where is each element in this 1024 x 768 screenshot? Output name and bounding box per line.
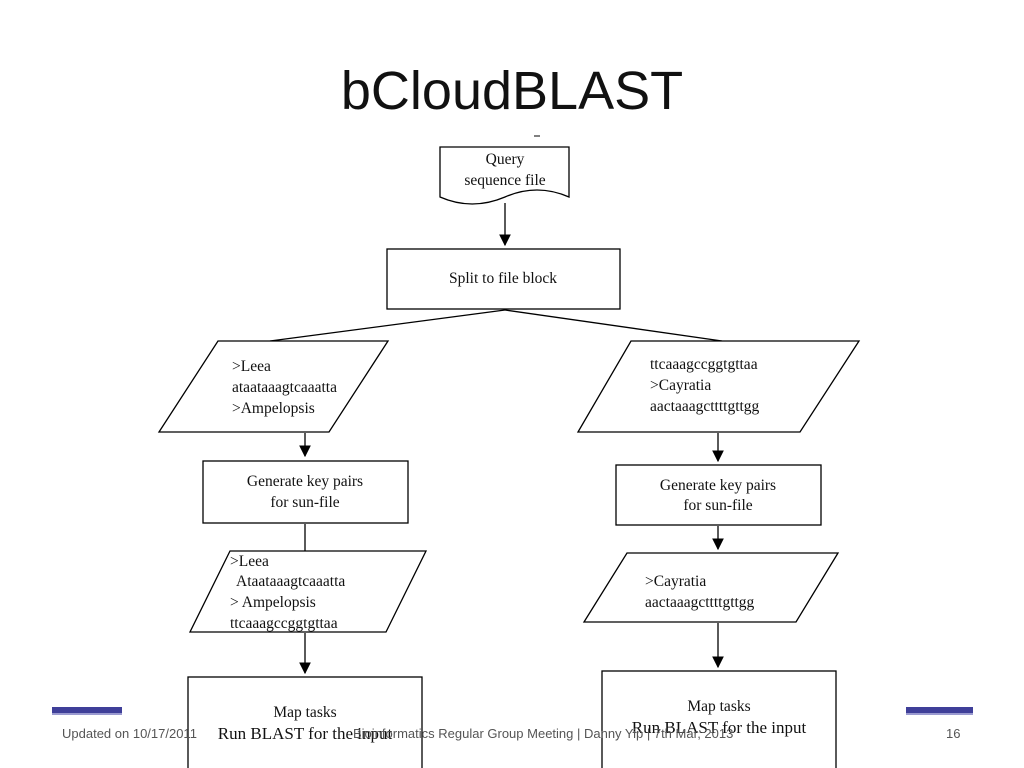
query-line2: sequence file [464,172,545,189]
right-keys-line1: Generate key pairs [660,477,776,494]
left-generate-keys-box: Generate key pairs for sun-file [202,460,409,524]
right-map-tasks-box: Map tasks Run BLAST for the input [601,670,837,768]
footer-bar-left [52,707,122,715]
left-map-tasks-box: Map tasks Run BLAST for the input [187,676,423,768]
right-pairs-line1: >Cayratia [645,573,706,590]
right-pairs-line2: aactaaagcttttgttgg [645,594,755,611]
split-line-right [504,309,723,342]
right-keys-line2: for sun-file [683,497,752,514]
left-block-line1: >Leea [232,358,271,375]
right-block-line3: aactaaagcttttgttgg [650,398,760,415]
right-block-line1: ttcaaagccggtgttaa [650,356,758,373]
right-generate-keys-box: Generate key pairs for sun-file [615,464,822,526]
left-map-line1: Map tasks [273,704,336,721]
left-pairs-line1: >Leea [230,553,269,570]
left-keys-line2: for sun-file [270,494,339,511]
right-key-pairs-block: >Cayratia aactaaagcttttgttgg [582,552,840,623]
right-block-line2: >Cayratia [650,377,711,394]
right-data-block: ttcaaagccggtgttaa >Cayratia aactaaagcttt… [576,340,861,433]
left-pairs-line4: ttcaaagccggtgttaa [230,615,338,632]
footer-meeting: Bioinformatics Regular Group Meeting | D… [353,726,734,741]
slide-number: 16 [946,726,961,741]
query-line1: Query [486,151,525,168]
left-block-line3: >Ampelopsis [232,400,315,417]
footer-date: Updated on 10/17/2011 [62,726,197,741]
left-pairs-line3: > Ampelopsis [230,594,316,611]
left-map-line2: Run BLAST for the input [218,724,393,743]
left-pairs-line2: Ataataaagtcaaatta [236,573,345,590]
footer-bar-right [906,707,973,715]
slide-title: bCloudBLAST [340,61,684,121]
left-data-block: >Leea ataataaagtcaaatta >Ampelopsis [157,340,390,433]
left-block-line2: ataataaagtcaaatta [232,379,337,396]
split-line-left [269,309,506,342]
query-document-shape: Query sequence file [439,146,570,205]
split-box: Split to file block [386,248,621,310]
left-key-pairs-block: >Leea Ataataaagtcaaatta > Ampelopsis ttc… [188,550,428,633]
right-map-line2: Run BLAST for the input [632,718,807,737]
split-label: Split to file block [449,270,557,287]
right-map-line1: Map tasks [687,698,750,715]
left-keys-line1: Generate key pairs [247,473,363,490]
